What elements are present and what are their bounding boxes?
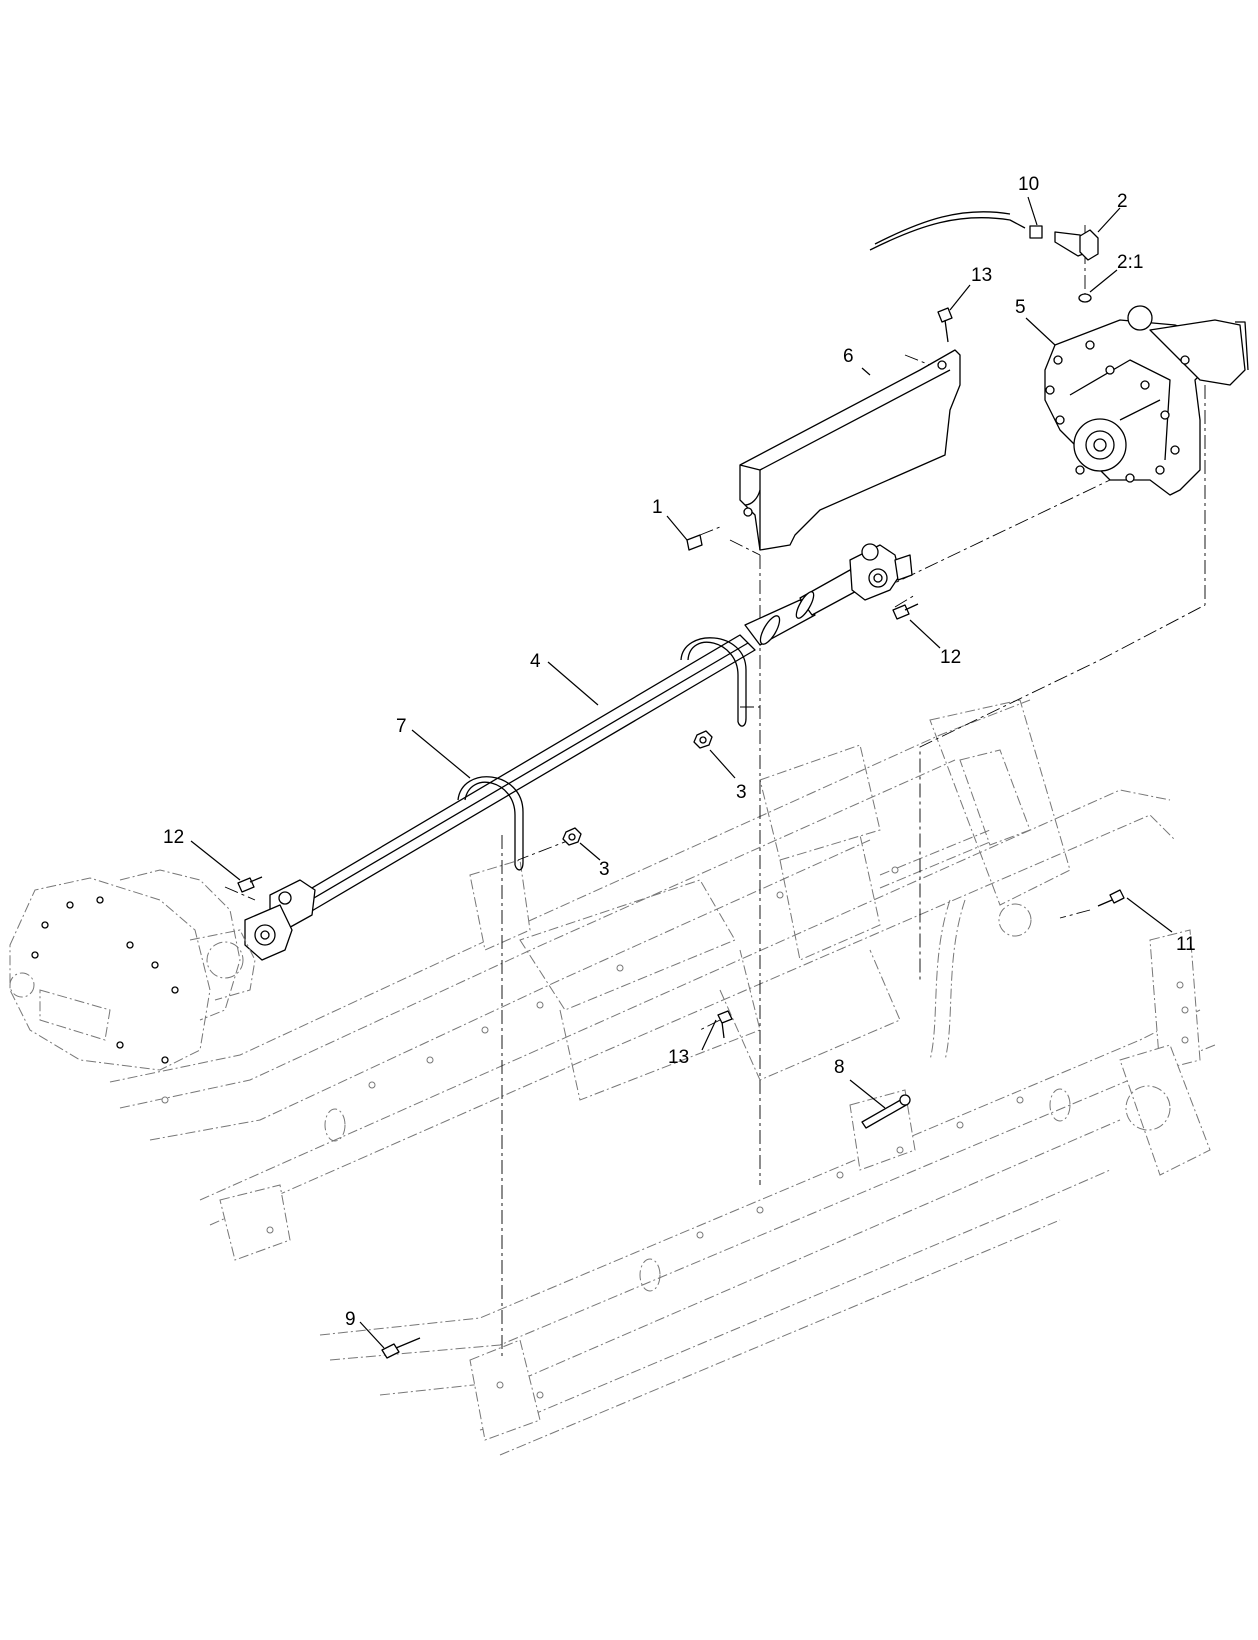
callout-6: 6 bbox=[843, 346, 854, 367]
callout-12-left: 12 bbox=[163, 827, 184, 848]
callout-3-lower: 3 bbox=[599, 859, 610, 880]
transfer-case-upper bbox=[1044, 305, 1249, 496]
hose-and-fittings bbox=[869, 211, 1099, 303]
callout-2-1: 2:1 bbox=[1117, 252, 1143, 273]
pin-8 bbox=[861, 1094, 911, 1129]
callout-8: 8 bbox=[834, 1057, 845, 1078]
callout-labels: 10 2 2:1 13 5 6 1 12 4 7 3 3 12 11 13 8 … bbox=[163, 174, 1196, 1330]
front-u-joint bbox=[849, 543, 913, 601]
o-ring bbox=[1078, 293, 1092, 303]
callout-9: 9 bbox=[345, 1309, 356, 1330]
rear-u-joint bbox=[244, 879, 316, 961]
leader-lines bbox=[190, 196, 1173, 1349]
callout-4: 4 bbox=[530, 651, 541, 672]
nuts-3 bbox=[562, 730, 713, 846]
bolt-13-top bbox=[937, 307, 953, 343]
clip-1 bbox=[686, 534, 703, 551]
callout-10: 10 bbox=[1018, 174, 1039, 195]
driveshaft-shield bbox=[686, 307, 961, 551]
bolts-12 bbox=[237, 603, 919, 893]
frame-holes bbox=[161, 866, 1189, 1399]
callout-1: 1 bbox=[652, 497, 663, 518]
callout-3-upper: 3 bbox=[736, 782, 747, 803]
vehicle-frame-ghost bbox=[109, 699, 1216, 1456]
callout-12-right: 12 bbox=[940, 647, 961, 668]
transfer-case-bolts bbox=[1045, 340, 1190, 483]
rear-diff-bolts bbox=[31, 896, 179, 1064]
callout-7: 7 bbox=[396, 716, 407, 737]
callout-13-top: 13 bbox=[971, 265, 992, 286]
bolt-11 bbox=[1097, 889, 1125, 907]
bolt-13-lower bbox=[717, 1010, 733, 1039]
hose-clamp bbox=[1029, 225, 1043, 239]
bolt-9 bbox=[381, 1337, 421, 1359]
driveshaft bbox=[244, 543, 913, 961]
callout-2: 2 bbox=[1117, 191, 1128, 212]
rear-differential bbox=[9, 869, 256, 1071]
callout-5: 5 bbox=[1015, 297, 1026, 318]
callout-11: 11 bbox=[1176, 934, 1196, 955]
callout-13-lower: 13 bbox=[668, 1047, 689, 1068]
u-strap-7 bbox=[457, 637, 747, 871]
